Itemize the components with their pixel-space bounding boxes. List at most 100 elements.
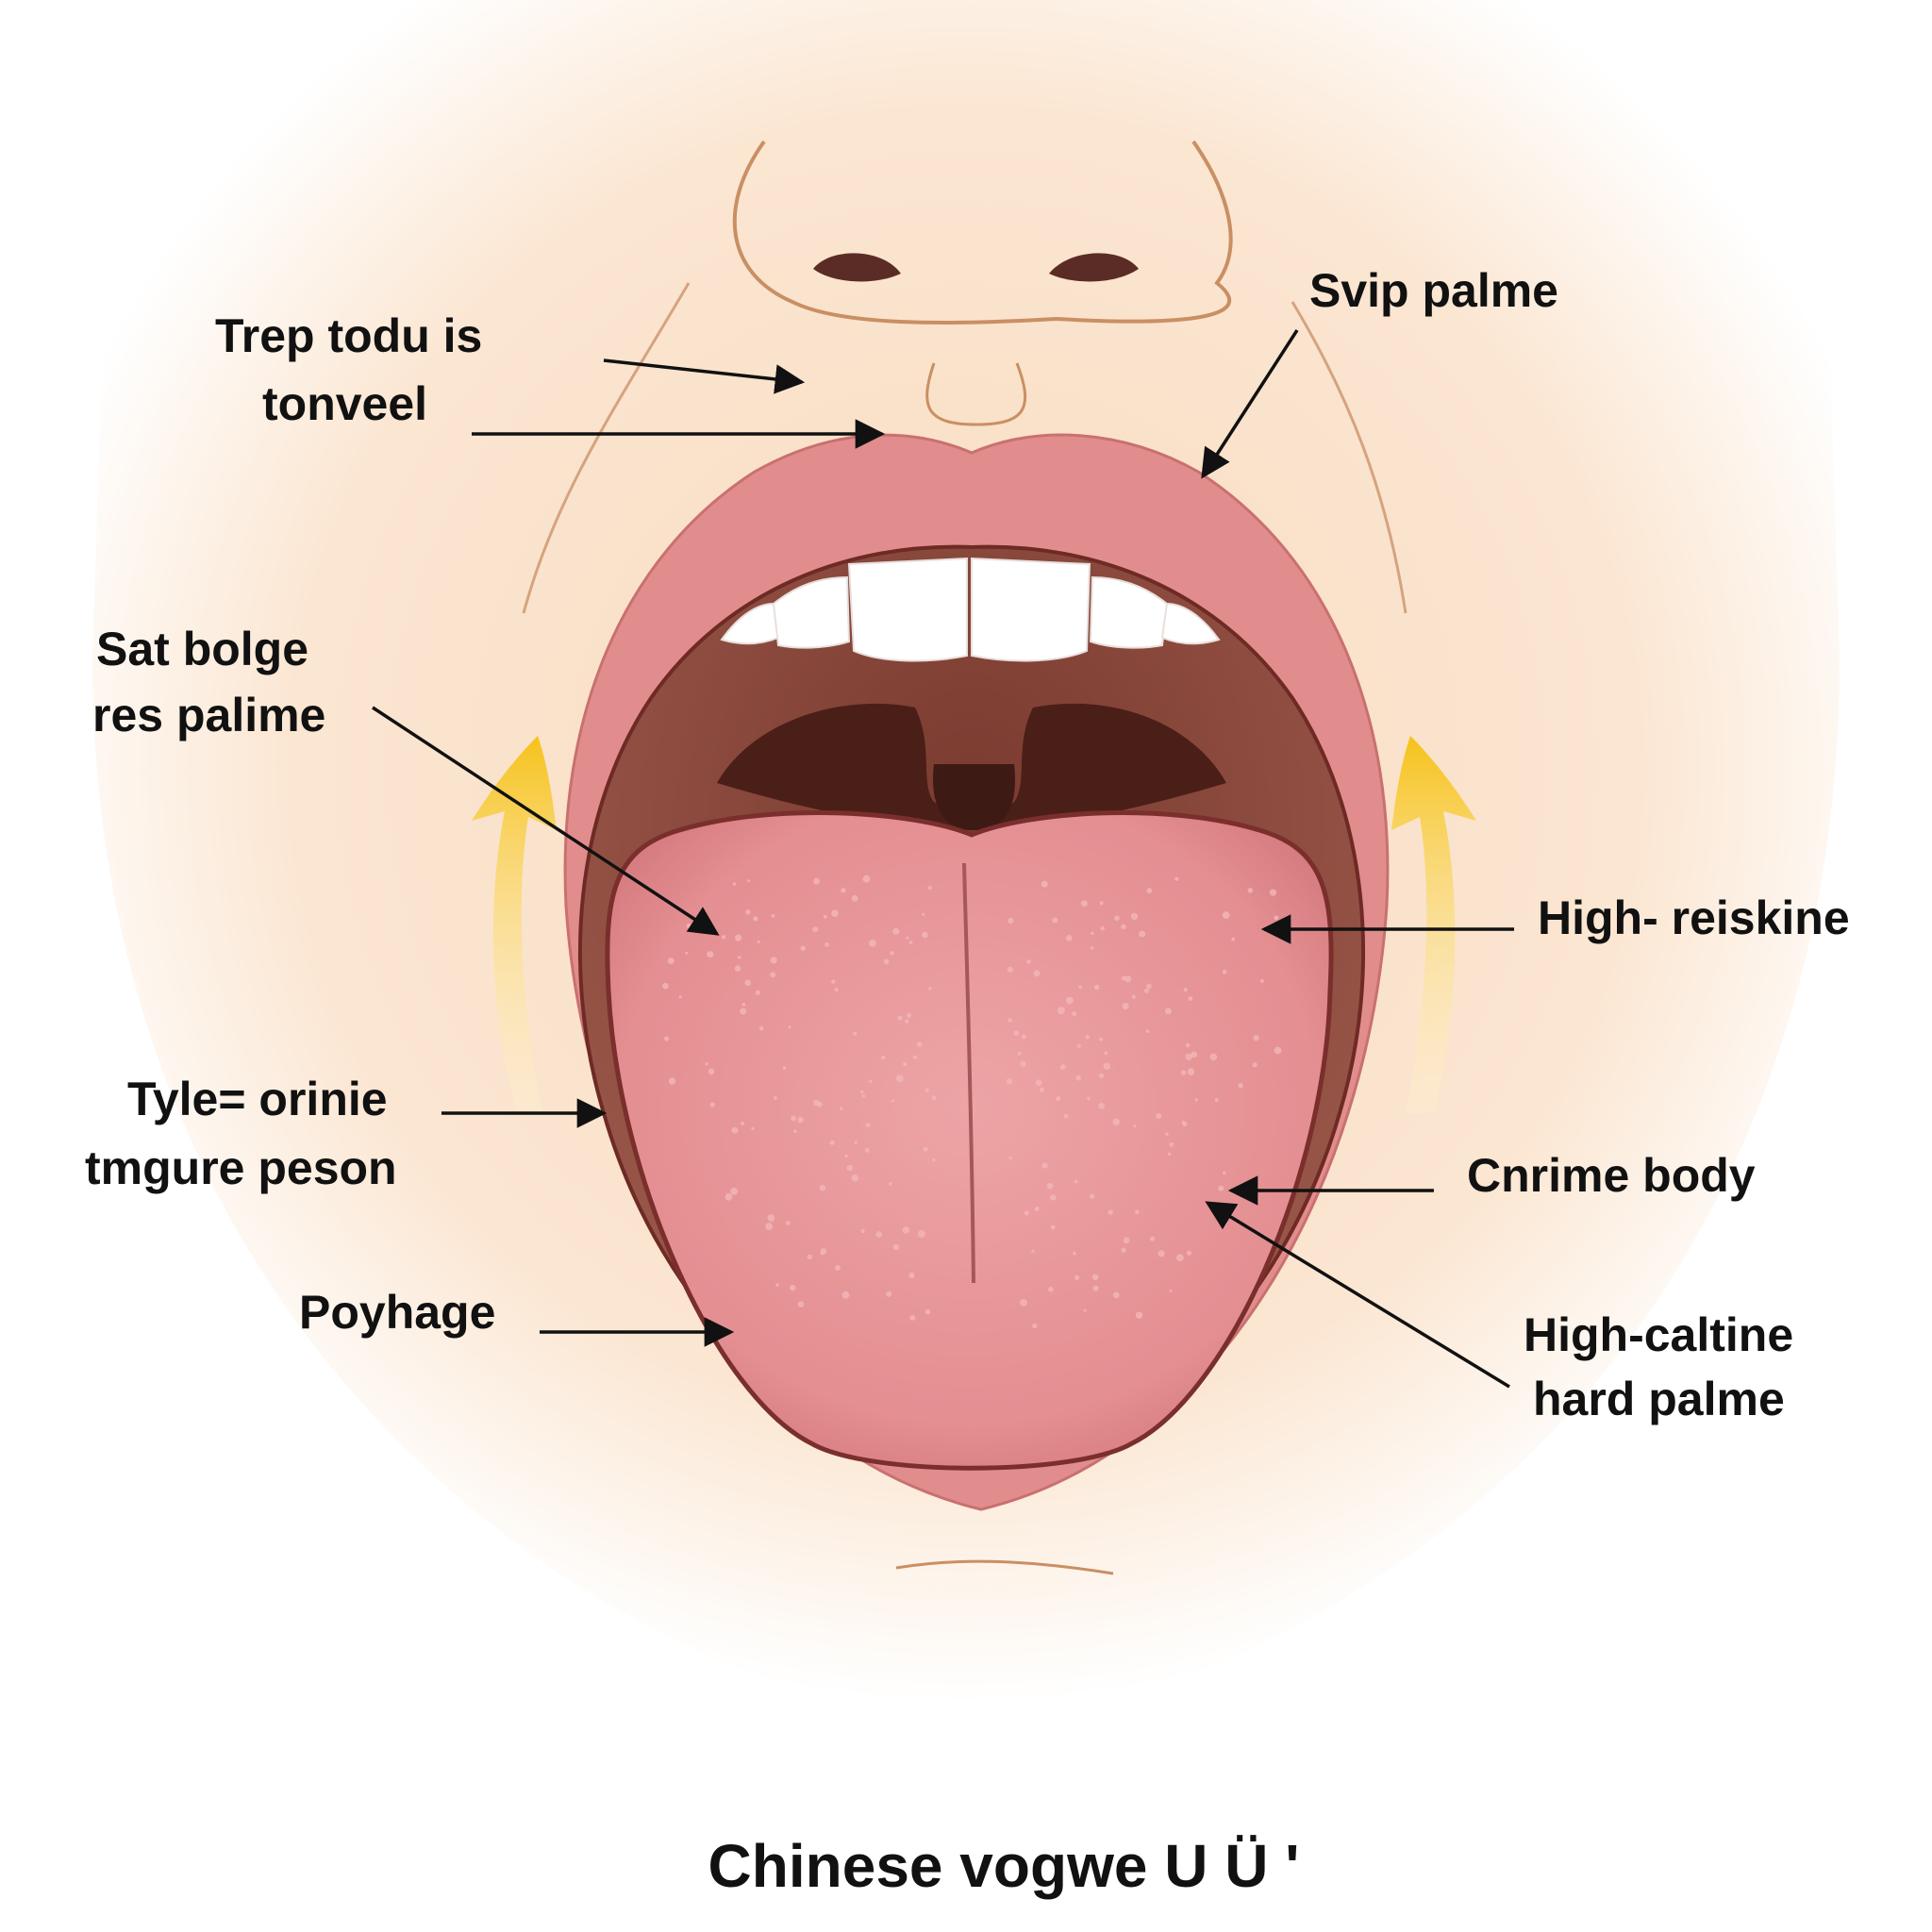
papilla-dot bbox=[813, 877, 820, 885]
papilla-dot bbox=[864, 1147, 870, 1153]
papilla-dot bbox=[791, 1115, 796, 1122]
papilla-dot bbox=[667, 958, 675, 964]
papilla-dot bbox=[732, 882, 737, 886]
papilla-dot bbox=[1108, 1209, 1113, 1215]
papilla-dot bbox=[1089, 1193, 1095, 1199]
callout-labels: Trep todu is tonveel Sat bolge res palim… bbox=[85, 264, 1850, 1425]
papilla-dot bbox=[708, 1068, 715, 1075]
papilla-dot bbox=[1007, 966, 1013, 973]
papilla-dot bbox=[1065, 996, 1074, 1005]
tooth bbox=[1160, 602, 1221, 645]
papilla-dot bbox=[1260, 979, 1264, 983]
papilla-dot bbox=[1222, 1171, 1226, 1175]
papilla-dot bbox=[846, 1164, 854, 1172]
papilla-dot bbox=[1269, 889, 1277, 896]
papilla-dot bbox=[1156, 1113, 1162, 1120]
papilla-dot bbox=[816, 1101, 824, 1108]
papilla-dot bbox=[1052, 917, 1058, 924]
papilla-dot bbox=[841, 888, 846, 893]
papilla-dot bbox=[1185, 1053, 1192, 1060]
label-right-2: High- reiskine bbox=[1538, 891, 1850, 944]
papilla-dot bbox=[707, 951, 714, 958]
papilla-dot bbox=[1039, 1087, 1044, 1092]
papilla-dot bbox=[731, 1126, 739, 1134]
papilla-dot bbox=[734, 965, 741, 972]
papilla-dot bbox=[922, 912, 925, 916]
tooth bbox=[847, 557, 968, 662]
papilla-dot bbox=[1090, 946, 1094, 950]
papilla-dot bbox=[1026, 959, 1031, 964]
papilla-dot bbox=[1176, 1254, 1184, 1262]
papilla-dot bbox=[888, 1182, 892, 1186]
papilla-dot bbox=[1020, 1060, 1026, 1068]
papilla-dot bbox=[1165, 1132, 1169, 1136]
papilla-dot bbox=[851, 894, 858, 902]
papilla-dot bbox=[906, 1012, 912, 1019]
papilla-dot bbox=[1253, 1035, 1259, 1041]
papilla-dot bbox=[1035, 1079, 1042, 1087]
papilla-dot bbox=[1041, 880, 1048, 888]
papilla-dot bbox=[869, 940, 876, 947]
papilla-dot bbox=[1145, 1029, 1150, 1033]
papilla-dot bbox=[1008, 1018, 1012, 1023]
papilla-dot bbox=[1041, 1162, 1048, 1169]
papilla-dot bbox=[924, 1308, 931, 1315]
papilla-dot bbox=[862, 874, 871, 883]
papilla-dot bbox=[927, 886, 932, 891]
papilla-dot bbox=[1033, 970, 1041, 977]
chin-crease bbox=[895, 1559, 1114, 1575]
cheek-line-right bbox=[1291, 301, 1407, 614]
papilla-dot bbox=[1099, 1037, 1104, 1041]
papilla-dot bbox=[829, 1140, 835, 1145]
papilla-dot bbox=[1187, 1068, 1195, 1075]
papilla-dot bbox=[1180, 1070, 1187, 1075]
papilla-dot bbox=[709, 1102, 715, 1108]
papilla-dot bbox=[1186, 1250, 1192, 1256]
papilla-dot bbox=[1112, 1118, 1120, 1125]
uvula bbox=[933, 764, 1015, 830]
papilla-dot bbox=[1131, 994, 1136, 999]
nose-outline bbox=[732, 140, 1233, 325]
papilla-dot bbox=[786, 1221, 791, 1225]
papilla-dot bbox=[924, 1088, 929, 1092]
tongue-papillae bbox=[662, 874, 1282, 1329]
papilla-dot bbox=[730, 1188, 739, 1195]
papilla-dot bbox=[860, 1090, 864, 1094]
papilla-dot bbox=[910, 1274, 914, 1278]
papilla-dot bbox=[1072, 1011, 1077, 1017]
papilla-dot bbox=[1057, 1007, 1065, 1015]
papilla-dot bbox=[881, 1055, 886, 1060]
papilla-dot bbox=[886, 1291, 892, 1297]
papilla-dot bbox=[782, 1066, 787, 1071]
papilla-dot bbox=[931, 1095, 937, 1101]
papilla-dot bbox=[851, 1174, 859, 1182]
tooth bbox=[772, 575, 851, 649]
papilla-dot bbox=[685, 951, 689, 955]
papilla-dot bbox=[1114, 915, 1120, 922]
label-left-3-line1: Tyle= orinie bbox=[127, 1073, 388, 1125]
papilla-dot bbox=[928, 987, 932, 991]
papilla-dot bbox=[1006, 1078, 1013, 1085]
papilla-dot bbox=[1121, 924, 1126, 929]
papilla-dot bbox=[797, 1116, 804, 1124]
papilla-dot bbox=[1194, 1098, 1199, 1102]
papilla-dot bbox=[908, 941, 913, 944]
cheek-line-left bbox=[522, 282, 691, 614]
papilla-dot bbox=[1143, 988, 1149, 993]
papilla-dot bbox=[747, 879, 751, 883]
upper-teeth bbox=[720, 557, 1221, 662]
papilla-dot bbox=[721, 935, 726, 940]
curved-up-arrow-icon bbox=[1391, 736, 1476, 1113]
papilla-dot bbox=[1231, 937, 1236, 941]
papilla-dot bbox=[1103, 1062, 1111, 1070]
papilla-dot bbox=[797, 1301, 805, 1307]
papilla-dot bbox=[668, 1077, 676, 1085]
papilla-dot bbox=[1098, 1103, 1105, 1109]
papilla-dot bbox=[1100, 925, 1105, 931]
papilla-dot bbox=[1167, 1152, 1172, 1157]
papilla-dot bbox=[812, 926, 819, 933]
papilla-dot bbox=[1169, 1290, 1173, 1292]
papilla-dot bbox=[1238, 1083, 1243, 1089]
